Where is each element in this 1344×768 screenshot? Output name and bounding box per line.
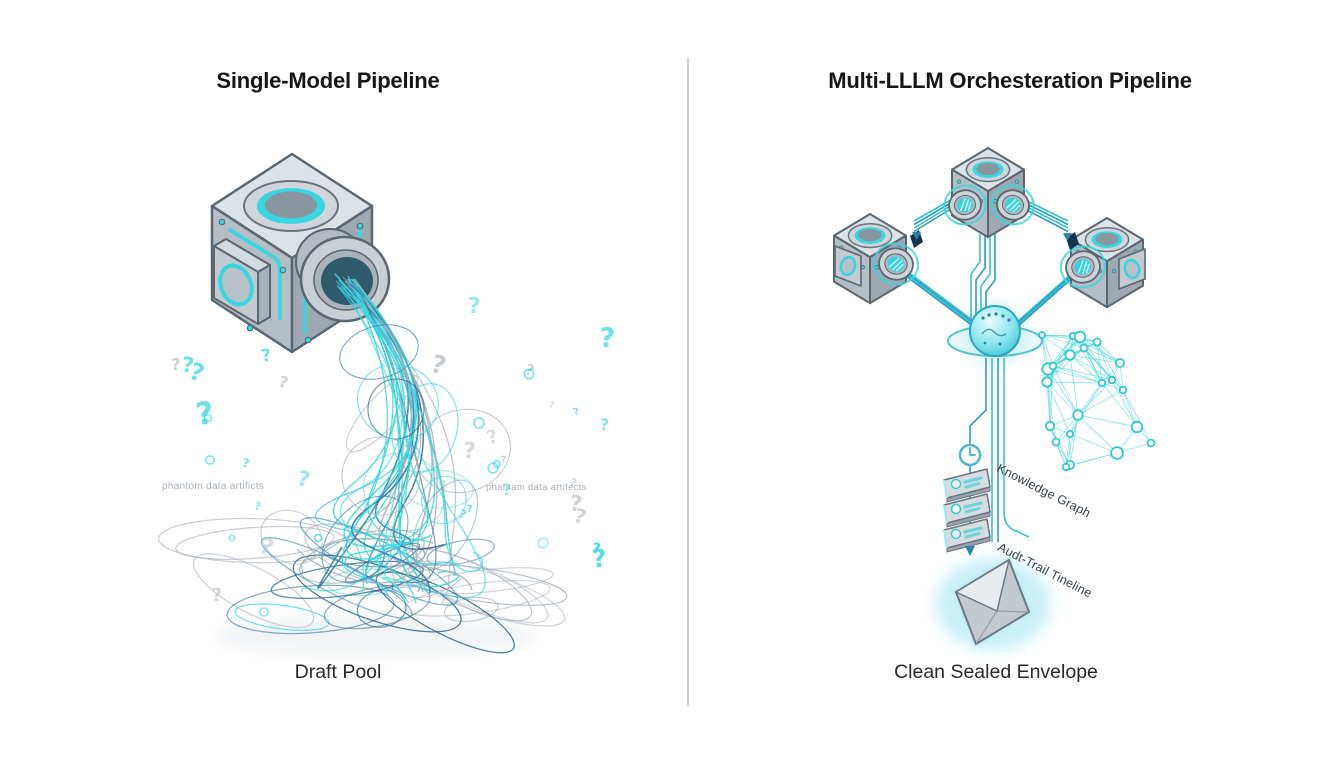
phantom-artifact-label-right: phantam data artifects [486, 482, 587, 493]
svg-text:?: ? [468, 294, 481, 319]
svg-text:?: ? [599, 415, 610, 435]
svg-text:?: ? [568, 476, 578, 490]
left-panel-caption: Draft Pool [294, 661, 382, 683]
svg-text:?: ? [171, 355, 181, 374]
svg-text:?: ? [457, 506, 469, 522]
svg-text:?: ? [241, 456, 251, 471]
pool-shadow [215, 616, 535, 656]
svg-text:?: ? [484, 425, 501, 449]
clock-icon [958, 443, 982, 467]
right-panel-title: Multi-LLLM Orchesteration Pipeline [828, 68, 1192, 93]
svg-text:?: ? [180, 352, 195, 377]
svg-text:?: ? [211, 585, 222, 606]
svg-text:?: ? [295, 466, 313, 492]
svg-text:?: ? [599, 323, 616, 355]
svg-text:?: ? [253, 500, 262, 514]
svg-text:?: ? [548, 401, 555, 412]
sealed-envelope [953, 557, 1032, 647]
chaotic-output-stream [296, 273, 511, 606]
draft-pool-tangle [157, 509, 568, 654]
svg-text:?: ? [500, 455, 507, 467]
multi-llm-scene [833, 147, 1156, 650]
knowledge-graph-network [1038, 330, 1156, 472]
svg-text:?: ? [260, 345, 273, 366]
svg-text:?: ? [427, 349, 449, 381]
svg-text:?: ? [194, 395, 216, 433]
svg-text:?: ? [591, 543, 608, 573]
panel-divider [687, 58, 689, 706]
down-arrow-icon [965, 546, 975, 556]
svg-text:?: ? [591, 541, 601, 558]
right-panel-caption: Clean Sealed Envelope [894, 661, 1098, 683]
left-panel-title: Single-Model Pipeline [216, 68, 440, 93]
svg-text:?: ? [462, 439, 476, 465]
audit-trail-cards [942, 468, 991, 553]
svg-text:?: ? [466, 504, 473, 515]
phantom-artifact-label-left: phantom data artificts [162, 481, 265, 492]
llm-model-cubes [833, 147, 1146, 309]
svg-text:?: ? [437, 477, 450, 495]
svg-text:?: ? [572, 406, 581, 418]
single-model-scene: ?????????????????????????????? [157, 152, 616, 656]
svg-text:?: ? [568, 491, 584, 517]
orchestrator-hub [947, 305, 1043, 357]
svg-text:?: ? [277, 372, 291, 392]
svg-text:?: ? [502, 480, 512, 499]
